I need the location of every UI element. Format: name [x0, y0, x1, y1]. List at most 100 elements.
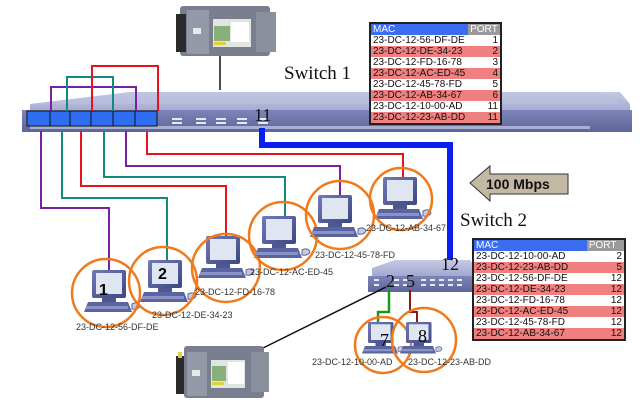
host-mac-label: 23-DC-12-DE-34-23: [152, 310, 233, 320]
port-number: 5: [586, 262, 625, 273]
mac-table-row: 23-DC-12-56-DF-DE 12: [473, 273, 625, 284]
switch-2-port-label: 2: [386, 271, 395, 291]
host-number: 1: [99, 282, 108, 299]
link-speed-label: 100 Mbps: [486, 176, 550, 192]
port-number: 2: [468, 46, 501, 57]
computer-icon: [400, 322, 443, 354]
host-number: 2: [158, 266, 167, 283]
computer-icon: [198, 236, 255, 278]
computer-icon: [84, 270, 141, 312]
port-number: 12: [610, 317, 622, 328]
host-computer: [190, 232, 262, 304]
host-mac-label: 23-DC-12-AB-34-67: [366, 223, 447, 233]
host-computer: [368, 166, 434, 232]
mac-address: 23-DC-12-23-AB-DD: [370, 112, 469, 124]
port-column-header: PORT: [586, 239, 625, 251]
host-computer: [70, 257, 142, 329]
uplink-cable: [259, 128, 453, 266]
switch-2-title: Switch 2: [460, 210, 528, 231]
mac-address: 23-DC-12-45-78-FD: [476, 317, 565, 328]
switch-1-title: Switch 1: [284, 63, 352, 84]
port-number: 12: [610, 295, 622, 306]
host-cables: [40, 131, 404, 270]
port-number: 12: [586, 306, 625, 317]
computer-icon: [375, 177, 432, 219]
network-analyzer-top: [176, 6, 276, 90]
mac-address: 23-DC-12-DE-34-23: [370, 46, 469, 57]
mac-table-row: 23-DC-12-FD-16-78 12: [473, 295, 625, 306]
port-number: 12: [586, 328, 625, 340]
mac-table-row: 23-DC-12-10-00-AD 2: [473, 251, 625, 262]
computer-icon: [310, 195, 367, 237]
host-mac-label: 23-DC-12-45-78-FD: [315, 250, 396, 260]
mac-address: 23-DC-12-45-78-FD: [373, 79, 462, 90]
computer-icon: [254, 216, 311, 258]
port-number: 3: [492, 57, 498, 68]
switch-1-port-label: 11: [254, 105, 272, 125]
host-number: 7: [380, 330, 389, 350]
port-number: 2: [616, 251, 622, 262]
mac-address: 23-DC-12-AC-ED-45: [370, 68, 469, 79]
host-mac-label: 23-DC-12-FD-16-78: [195, 287, 276, 297]
highlight-circle: [127, 245, 199, 317]
port-number: 6: [468, 90, 501, 101]
mac-address: 23-DC-12-AB-34-67: [370, 90, 469, 101]
switch-2: [368, 260, 476, 292]
mac-table-row: 23-DC-12-45-78-FD 12: [473, 317, 625, 328]
mac-table-row: 23-DC-12-56-DF-DE 1: [370, 35, 501, 46]
host-mac-label: 23-DC-12-AC-ED-45: [250, 267, 334, 277]
highlight-circle: [353, 315, 413, 375]
mac-table-row: 23-DC-12-FD-16-78 3: [370, 57, 501, 68]
host-mac-label: 23-DC-12-23-AB-DD: [408, 357, 492, 367]
mac-column-header: MAC: [370, 23, 469, 35]
host-computer: [390, 306, 458, 374]
mac-address: 23-DC-12-56-DF-DE: [373, 35, 465, 46]
mac-address: 23-DC-12-AC-ED-45: [473, 306, 587, 317]
mac-table-row: 23-DC-12-45-78-FD 5: [370, 79, 501, 90]
host-computer: [304, 179, 376, 251]
switch-2-port-label: 5: [406, 271, 415, 291]
port-number: 12: [610, 273, 622, 284]
port-number: 1: [492, 35, 498, 46]
port-column-header: PORT: [468, 23, 501, 35]
mac-address: 23-DC-12-DE-34-23: [473, 284, 587, 295]
host-number: 8: [418, 326, 427, 346]
mac-address: 23-DC-12-FD-16-78: [476, 295, 565, 306]
host-computer: [127, 245, 199, 317]
host-mac-label: 23-DC-12-10-00-AD: [312, 357, 393, 367]
mac-address: 23-DC-12-56-DF-DE: [476, 273, 568, 284]
host-mac-label: 23-DC-12-56-DF-DE: [76, 322, 159, 332]
mac-address: 23-DC-12-FD-16-78: [373, 57, 462, 68]
port-number: 11: [468, 112, 501, 124]
network-analyzer-bottom: [176, 346, 269, 398]
computer-icon: [140, 260, 197, 302]
switch-1-loopback-cables: [50, 65, 159, 111]
mac-address: 23-DC-12-AB-34-67: [473, 328, 587, 340]
port-number: 11: [487, 101, 498, 112]
switch-2-uplink-port-label: 12: [441, 254, 459, 274]
highlight-circle: [190, 232, 262, 304]
mac-column-header: MAC: [473, 239, 587, 251]
mac-table-row: 23-DC-12-10-00-AD 11: [370, 101, 501, 112]
port-number: 4: [468, 68, 501, 79]
highlight-circle: [390, 306, 458, 374]
mac-address: 23-DC-12-10-00-AD: [373, 101, 463, 112]
link-speed-arrow: [469, 164, 569, 203]
highlight-circle: [368, 166, 434, 232]
highlight-circle: [70, 257, 142, 329]
port-number: 12: [586, 284, 625, 295]
port-number: 5: [492, 79, 498, 90]
mac-address: 23-DC-12-23-AB-DD: [473, 262, 587, 273]
mac-address: 23-DC-12-10-00-AD: [476, 251, 566, 262]
